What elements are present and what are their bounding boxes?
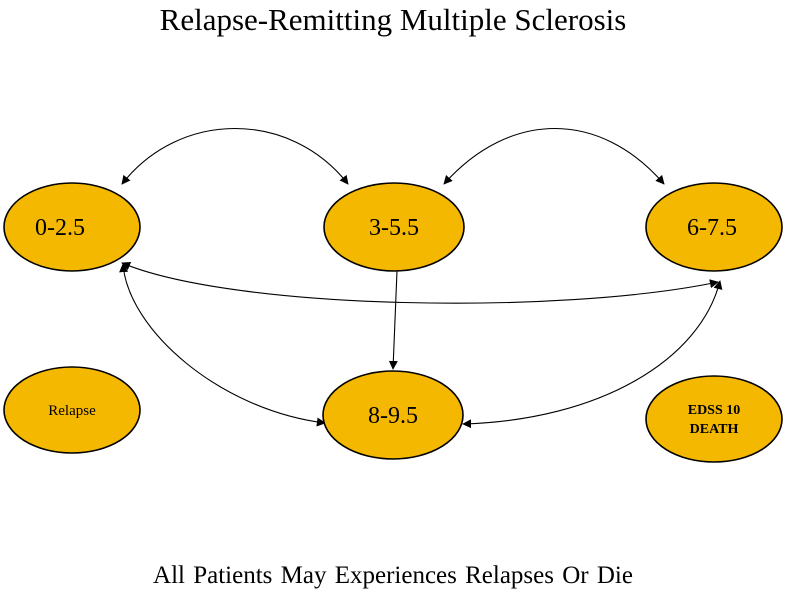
node-6-7.5: 6-7.5 <box>645 182 783 272</box>
node-death-label-line1: EDSS 10 <box>688 403 741 418</box>
edge-3-5.5-to-6-7.5 <box>443 128 665 185</box>
node-8-9.5-label: 8-9.5 <box>368 403 418 429</box>
node-death: EDSS 10 DEATH <box>645 375 783 463</box>
node-relapse: Relapse <box>3 366 141 454</box>
node-0-2.5: 0-2.5 <box>3 182 141 272</box>
edge-0-2.5-to-8-9.5 <box>119 263 326 427</box>
node-8-9.5: 8-9.5 <box>322 370 464 460</box>
node-3-5.5: 3-5.5 <box>323 182 465 272</box>
edge-0-2.5-to-6-7.5 <box>121 261 719 304</box>
node-death-label-line2: DEATH <box>690 422 739 437</box>
edge-6-7.5-to-8-9.5 <box>462 280 723 429</box>
edge-3-5.5-to-8-9.5 <box>388 270 398 370</box>
diagram-title: Relapse-Remitting Multiple Sclerosis <box>159 2 627 37</box>
node-3-5.5-label: 3-5.5 <box>369 215 419 241</box>
edge-0-2.5-to-3-5.5 <box>121 127 349 185</box>
diagram-footer: All Patients May Experiences Relapses Or… <box>153 562 633 589</box>
node-6-7.5-label: 6-7.5 <box>687 215 737 241</box>
node-0-2.5-label: 0-2.5 <box>35 215 85 241</box>
node-relapse-label: Relapse <box>48 403 96 419</box>
